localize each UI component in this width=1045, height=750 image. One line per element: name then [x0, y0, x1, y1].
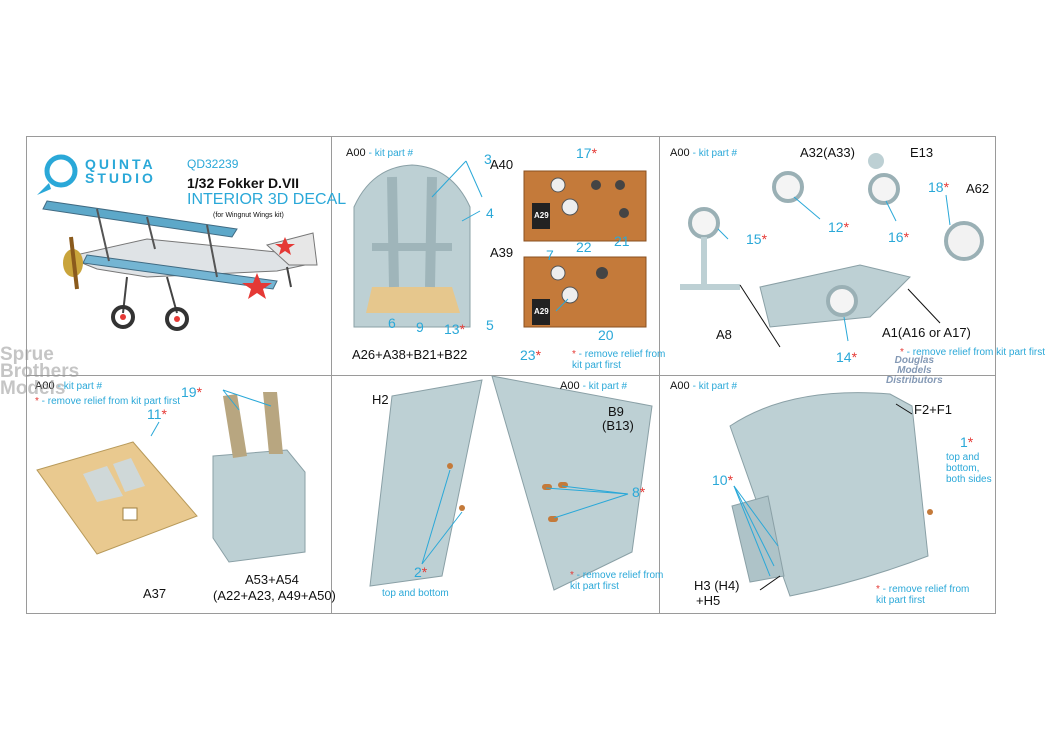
- legend-kit-part: A00 - kit part #: [670, 380, 738, 392]
- product-type: INTERIOR 3D DECAL: [187, 191, 347, 208]
- callout-7: 7: [546, 247, 554, 263]
- callout-23: 23*: [520, 347, 542, 363]
- panel-header: QUINTA STUDIO QD32239 1/32 Fokker D.VII …: [27, 137, 346, 375]
- part-a39: A39: [490, 245, 514, 260]
- part-a32: A32(A33): [800, 145, 855, 160]
- part-a37: A37: [143, 586, 167, 601]
- seat-drawing: [353, 160, 647, 328]
- callout-16: 16*: [888, 229, 910, 245]
- panel-seat: A00 - kit part # 3 4 6 9 13* 5 A26+A38+B…: [332, 137, 665, 375]
- legend-kit-part: A00 - kit part #: [346, 147, 414, 159]
- divider-horizontal: [27, 375, 995, 376]
- part-a40: A40: [490, 157, 514, 172]
- instruction-sheet: QUINTA STUDIO QD32239 1/32 Fokker D.VII …: [26, 136, 1045, 614]
- part-b9: B9: [608, 404, 624, 419]
- callout-18: 18*: [928, 179, 950, 195]
- part-e13: E13: [910, 145, 934, 160]
- callout-13: 13*: [444, 321, 466, 337]
- callout-6: 6: [388, 315, 396, 331]
- part-h3-h4: H3 (H4): [694, 578, 740, 593]
- note-top-bottom: top and bottom: [382, 588, 449, 599]
- gauges-drawing: [680, 153, 984, 348]
- part-f2-f1: F2+F1: [914, 402, 952, 417]
- callout-15: 15*: [746, 231, 768, 247]
- callout-22: 22: [576, 239, 592, 255]
- callout-21: 21: [614, 233, 630, 249]
- remove-relief-note: * - remove relief from kit part first: [900, 347, 1045, 358]
- callout-4: 4: [486, 205, 494, 221]
- floor-drawing: [36, 389, 306, 563]
- product-kit-note: (for Wingnut Wings kit): [213, 212, 284, 219]
- part-a62: A62: [966, 181, 990, 196]
- callout-2: 2*: [414, 564, 428, 580]
- callout-5: 5: [486, 317, 494, 333]
- callout-8: 8*: [632, 484, 646, 500]
- part-a1: A1(A16 or A17): [882, 325, 971, 340]
- part-a8: A8: [716, 327, 732, 342]
- part-b13: (B13): [602, 418, 634, 433]
- product-title: 1/32 Fokker D.VII: [187, 175, 300, 191]
- panel-floor: A00 - kit part # * - remove relief from …: [27, 376, 336, 614]
- legend-kit-part: A00 - kit part #: [560, 380, 628, 392]
- callout-9: 9: [416, 319, 424, 335]
- panel-gauges: A00 - kit part # A32(A33) E13 A62 A8 A1(…: [660, 137, 1045, 375]
- part-seat-assembly: A26+A38+B21+B22: [352, 347, 468, 362]
- brand-line-1: QUINTA: [85, 156, 156, 172]
- brand-line-2: STUDIO: [85, 170, 156, 186]
- part-a53-a54: A53+A54: [245, 572, 299, 587]
- part-a53-a54-alt: (A22+A23, A49+A50): [213, 588, 336, 603]
- callout-12: 12*: [828, 219, 850, 235]
- rudder-drawing: [729, 392, 933, 597]
- callout-11: 11*: [147, 406, 167, 422]
- label-a29-top: A29: [534, 211, 549, 220]
- callout-3: 3: [484, 151, 492, 167]
- callout-14: 14*: [836, 349, 858, 365]
- tail-drawing: [369, 375, 653, 591]
- watermark-right: Douglas Models Distributors: [886, 355, 943, 386]
- part-h2: H2: [372, 392, 389, 407]
- product-code: QD32239: [187, 157, 239, 171]
- watermark-left: Sprue Brothers Models: [0, 344, 80, 399]
- panel-tail: A00 - kit part # H2 B9 (B13) 8* 2* top a…: [332, 375, 663, 614]
- callout-20: 20: [598, 327, 614, 343]
- legend-kit-part: A00 - kit part #: [670, 147, 738, 159]
- part-h5: +H5: [696, 593, 721, 608]
- callout-1: 1*: [960, 434, 974, 450]
- panel-rudder: A00 - kit part # F2+F1 H3 (H4) +H5 1* to…: [660, 376, 995, 614]
- callout-17: 17*: [576, 145, 598, 161]
- callout-19: 19*: [181, 384, 203, 400]
- callout-10: 10*: [712, 472, 734, 488]
- label-a29-bottom: A29: [534, 307, 549, 316]
- remove-relief-note: * - remove relief from kit part first: [35, 396, 181, 407]
- legend-kit-part: A00 - kit part #: [35, 380, 103, 392]
- logo-and-aircraft-drawing: [37, 154, 318, 331]
